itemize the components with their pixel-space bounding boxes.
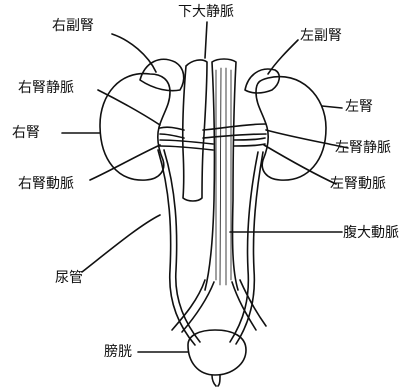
aorta-shape: [205, 59, 238, 290]
left-renal-vein-shape: [203, 124, 266, 138]
right-adrenal-shape: [140, 59, 184, 90]
label-ureter: 尿管: [55, 270, 83, 286]
right-renal-artery-shape: [160, 140, 213, 150]
label-left-renal-vein: 左腎静脈: [335, 140, 391, 156]
label-right-renal-artery: 右腎動脈: [18, 176, 74, 192]
label-left-adrenal: 左副腎: [300, 28, 342, 44]
label-ivc: 下大静脈: [178, 4, 234, 20]
label-right-adrenal: 右副腎: [52, 18, 94, 34]
right-ureter-shape: [158, 150, 200, 345]
left-renal-artery-shape: [234, 138, 265, 146]
label-right-kidney: 右腎: [12, 125, 40, 141]
label-left-kidney: 左腎: [345, 99, 373, 115]
label-right-renal-vein: 右腎静脈: [18, 80, 74, 96]
label-aorta: 腹大動脈: [343, 225, 399, 241]
left-adrenal-shape: [245, 69, 279, 93]
label-left-renal-artery: 左腎動脈: [330, 176, 386, 192]
right-renal-vein-shape: [160, 127, 184, 138]
label-bladder: 膀胱: [104, 344, 132, 360]
